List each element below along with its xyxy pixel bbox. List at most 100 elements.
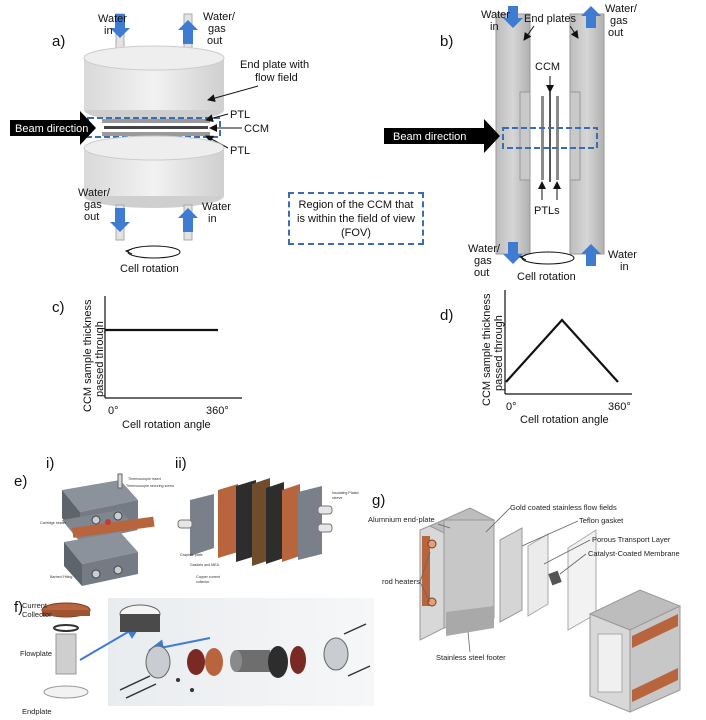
ptl-right xyxy=(556,96,559,180)
leader-end-plates-left xyxy=(523,25,535,41)
panel-label-b: b) xyxy=(440,33,453,50)
layer-ptl-top xyxy=(102,119,210,123)
leader-ptl-top xyxy=(205,113,229,123)
label-flowplate: Flowplate xyxy=(20,649,52,658)
chart-c-xtick-0: 0° xyxy=(108,405,119,417)
label-ptl-top: PTL xyxy=(230,109,250,121)
label-ptl-bottom: PTL xyxy=(230,145,250,157)
leader-ptl-bottom xyxy=(205,135,229,149)
leader-rod-heaters-2 xyxy=(419,581,431,603)
chart-c-ylabel-2: passed through xyxy=(94,321,106,397)
panel-label-g: g) xyxy=(372,492,385,509)
fov-region-b xyxy=(502,127,598,149)
panel-label-e-ii: ii) xyxy=(175,455,187,472)
chart-d-xlabel: Cell rotation angle xyxy=(520,414,609,426)
leader-ptl-g xyxy=(543,539,591,565)
arrow-water-out-bottom xyxy=(110,208,130,232)
panel-label-a: a) xyxy=(52,33,65,50)
leader-ccm-g xyxy=(559,553,587,575)
arrow-water-in-bottom xyxy=(178,208,198,232)
leader-teflon xyxy=(521,520,579,547)
label-cell-rotation-b: Cell rotation xyxy=(517,271,576,283)
chart-c-xlabel: Cell rotation angle xyxy=(122,419,211,431)
bottom-cylinder-top xyxy=(83,135,225,161)
f-oring xyxy=(53,624,79,632)
layer-ptl-bottom xyxy=(102,132,210,136)
ccm-b xyxy=(549,92,551,182)
panel-label-d: d) xyxy=(440,307,453,324)
rotation-arrow-a xyxy=(124,248,133,255)
chart-c-xtick-1: 360° xyxy=(206,405,229,417)
label-teflon-gasket: Teflon gasket xyxy=(579,516,624,525)
rotation-ellipse-b xyxy=(521,251,575,265)
panel-label-e: e) xyxy=(14,473,27,490)
panel-label-e-i: i) xyxy=(46,455,54,472)
label-graphite-plate: Graphite plate xyxy=(180,553,203,557)
g-layers xyxy=(499,527,597,631)
label-end-plates: End plates xyxy=(524,13,576,25)
ptl-left xyxy=(541,96,544,180)
arrow-water-out-bottom-b xyxy=(503,242,523,264)
fov-legend-box: Region of the CCM that is within the fie… xyxy=(288,192,424,245)
beam-arrow-a xyxy=(10,111,96,145)
f-current-collector-side xyxy=(42,610,90,616)
chart-c-ylabel-1: CCM sample thickness xyxy=(82,299,94,412)
flow-field-right xyxy=(569,91,581,181)
label-endplate: Endplate xyxy=(22,707,52,716)
leader-end-plate xyxy=(207,85,259,102)
panel-label-f: f) xyxy=(14,599,23,616)
f-flowplate-zoom-body xyxy=(120,614,160,632)
panel-c: c) 0° 360° Cell rotation angle CCM sampl… xyxy=(52,296,242,431)
layer-ccm xyxy=(104,126,208,129)
leader-footer xyxy=(467,631,471,653)
panel-label-c: c) xyxy=(52,299,65,316)
arrow-water-out-top xyxy=(178,20,198,44)
chart-d-ylabel-2: passed through xyxy=(493,315,505,391)
arrow-water-in-bottom-b xyxy=(581,244,601,266)
leader-end-plates-right xyxy=(569,25,579,39)
panel-e: e) i) ii) Thermocouple insert Thermocoup… xyxy=(14,455,359,586)
label-gaskets-mea: Gaskets and MEA xyxy=(190,563,220,567)
label-ptl-g: Porous Transport Layer xyxy=(592,535,671,544)
leader-gold-coated xyxy=(485,507,511,533)
label-cartridge-heater: Cartridge heater xyxy=(40,521,67,525)
arrow-water-in-top xyxy=(110,14,130,38)
label-footer: Stainless steel footer xyxy=(436,653,506,662)
g-right-end-plate xyxy=(588,589,682,713)
f-exploded-parts xyxy=(119,623,371,699)
label-beam-a: Beam direction xyxy=(15,123,88,135)
leader-rod-heaters-1 xyxy=(419,551,431,583)
arrow-water-in-top-b xyxy=(503,6,523,28)
label-beam-b: Beam direction xyxy=(393,131,466,143)
panel-d: d) 0° 360° Cell rotation angle CCM sampl… xyxy=(440,290,632,426)
chart-d-ylabel-1: CCM sample thickness xyxy=(481,293,493,406)
e-ii-exploded-cell xyxy=(177,478,333,566)
label-ccm-b: CCM xyxy=(535,61,560,73)
rotation-ellipse-a xyxy=(127,245,181,259)
label-barbed-fitting: Barbed Fitting xyxy=(50,575,72,579)
label-ptls: PTLs xyxy=(534,205,560,217)
rotation-arrow-b xyxy=(518,254,527,261)
g-left-end-plate xyxy=(419,507,496,641)
leader-aluminium xyxy=(437,523,451,529)
panel-g: g) Alumnium end-plate Gold c xyxy=(368,492,682,713)
e-i-cell xyxy=(62,473,155,586)
chart-d-xtick-0: 0° xyxy=(506,401,517,413)
label-thermocouple-screw: Thermocouple securing screw xyxy=(126,484,174,488)
top-cylinder-top xyxy=(83,45,225,71)
beam-arrow-b xyxy=(384,119,500,153)
